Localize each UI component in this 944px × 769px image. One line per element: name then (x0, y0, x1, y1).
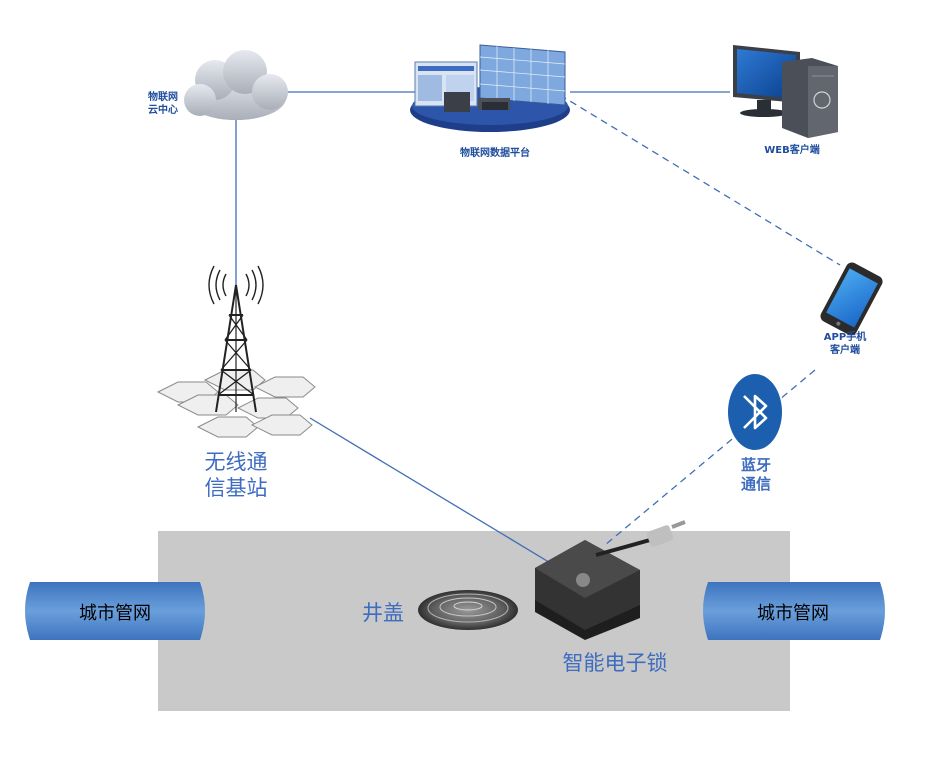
platform-label-text: 物联网数据平台 (460, 148, 530, 159)
base-station-label-line1: 无线通 (204, 450, 268, 474)
phone-label: APP手机 客户端 (815, 332, 875, 357)
cloud-label-line2: 云中心 (148, 104, 178, 116)
platform-label: 物联网数据平台 (440, 148, 550, 161)
connection-lines (235, 91, 841, 571)
manhole-cover-icon (418, 590, 518, 630)
pipe-right-label: 城市管网 (728, 599, 858, 625)
manhole-cover-label-text: 井盖 (362, 601, 404, 625)
computer-icon (733, 45, 838, 138)
bluetooth-label-line2: 通信 (740, 474, 771, 493)
pipe-right (703, 582, 885, 640)
web-client-label: WEB客户端 (752, 145, 832, 158)
pipe-right-label-text: 城市管网 (757, 603, 829, 624)
phone-label-line2: 客户端 (830, 344, 860, 356)
cloud-label: 物联网 云中心 (138, 92, 188, 117)
manhole-cover-label: 井盖 (362, 600, 422, 626)
bluetooth-icon (728, 374, 782, 450)
pipe-left (25, 582, 205, 640)
phone-label-line1: APP手机 (823, 332, 867, 343)
antenna-tower-icon (208, 265, 264, 413)
smartphone-icon (820, 262, 883, 336)
base-station-label: 无线通 信基站 (186, 449, 286, 502)
line-platform-phone-dashed (559, 94, 841, 266)
smart-lock-label-text: 智能电子锁 (562, 651, 668, 675)
line-station-lock (309, 417, 563, 571)
line-phone-lock-dashed (604, 369, 816, 546)
bluetooth-label-line1: 蓝牙 (740, 456, 771, 474)
pipe-left-label-text: 城市管网 (79, 603, 151, 624)
smart-lock-label: 智能电子锁 (540, 650, 690, 676)
cloud-icon (184, 50, 288, 120)
bluetooth-label: 蓝牙 通信 (726, 456, 786, 494)
web-client-label-text: WEB客户端 (764, 145, 820, 156)
base-station-label-line2: 信基站 (204, 476, 268, 501)
smart-lock-icon (535, 520, 686, 640)
data-platform-icon (410, 44, 570, 132)
pipe-left-label: 城市管网 (50, 599, 180, 625)
cloud-label-line1: 物联网 (148, 92, 178, 103)
